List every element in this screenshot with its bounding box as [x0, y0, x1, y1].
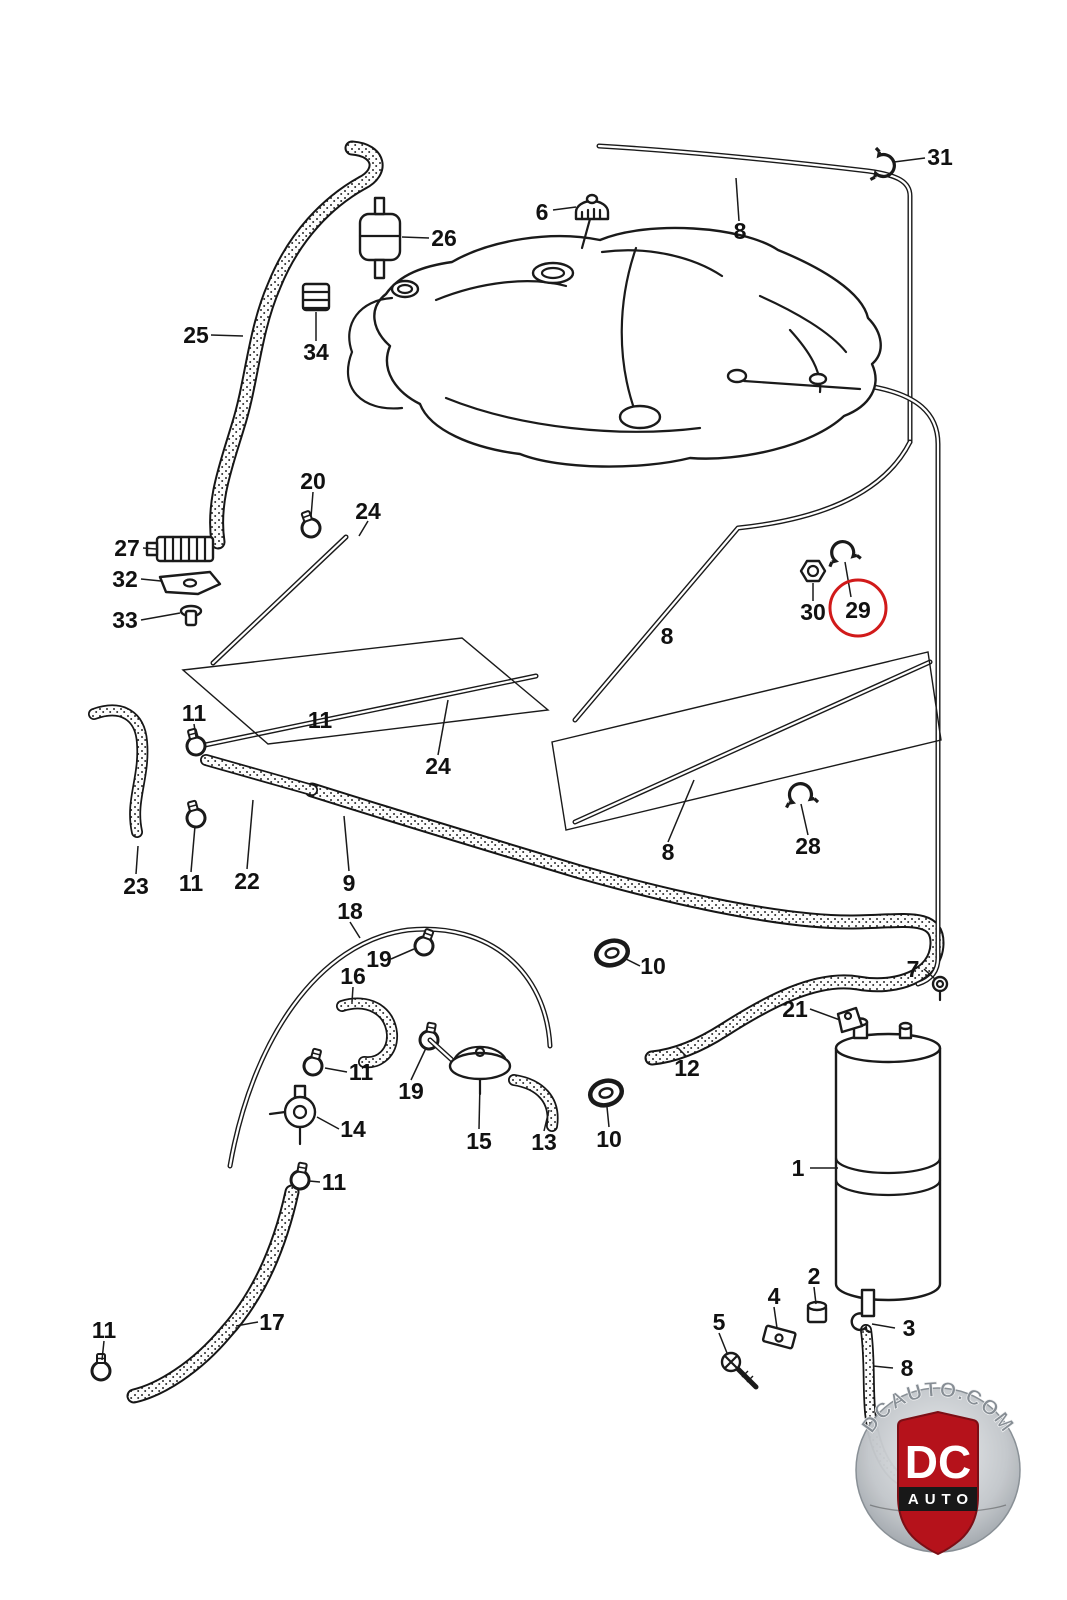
nut-30	[799, 559, 827, 583]
part-label-9: 9	[343, 870, 356, 896]
part-label-14: 14	[340, 1116, 366, 1142]
part-label-16: 16	[340, 963, 366, 989]
part-label-3: 3	[903, 1315, 916, 1341]
connector-27	[145, 535, 215, 563]
part-label-32: 32	[112, 566, 138, 592]
screw-5	[720, 1351, 759, 1390]
part-label-11: 11	[92, 1317, 117, 1343]
part-label-8: 8	[661, 623, 674, 649]
part-label-2: 2	[808, 1263, 821, 1289]
part-label-19: 19	[398, 1078, 424, 1104]
part-label-5: 5	[713, 1309, 726, 1335]
filler-cap-6	[574, 193, 610, 250]
pipe-24-lower	[202, 673, 539, 748]
part-label-18: 18	[337, 898, 363, 924]
pipe-8-top	[596, 143, 913, 445]
part-label-10: 10	[640, 953, 666, 979]
part-label-30: 30	[800, 599, 826, 625]
hose-18	[227, 926, 553, 1169]
hose-13	[508, 1074, 559, 1132]
check-valve-14	[268, 1084, 317, 1146]
part-label-11: 11	[179, 870, 204, 896]
part-label-8: 8	[901, 1355, 914, 1381]
watermark-dc-text: DC	[905, 1436, 971, 1488]
part-label-15: 15	[466, 1128, 492, 1154]
part-label-24: 24	[355, 498, 381, 524]
bracket-32	[158, 570, 222, 596]
part-label-20: 20	[300, 468, 326, 494]
watermark-shield	[897, 1410, 979, 1556]
grommet-10-upper	[593, 937, 630, 968]
part-label-25: 25	[183, 322, 209, 348]
watermark-auto-text: AUTO	[908, 1491, 974, 1508]
watermark-badge: DCAUTO.COM DC AUTO	[855, 1378, 1021, 1556]
clip-29	[822, 536, 863, 569]
bracket-4	[761, 1324, 797, 1350]
part-label-12: 12	[674, 1055, 700, 1081]
clamp-20	[295, 507, 325, 542]
guide-parallelogram-2	[551, 651, 942, 831]
part-label-10: 10	[596, 1126, 622, 1152]
part-label-33: 33	[112, 607, 138, 633]
vacuum-valve-15	[427, 1037, 512, 1096]
part-label-19: 19	[366, 946, 392, 972]
hose-22	[200, 754, 318, 796]
pipe-8-middle	[572, 439, 913, 723]
clamp-11-c	[300, 1045, 328, 1079]
hose-16	[336, 997, 398, 1069]
watermark-band	[899, 1487, 977, 1511]
part-label-11: 11	[322, 1169, 347, 1195]
part-label-1: 1	[792, 1155, 805, 1181]
sender-opening	[531, 261, 575, 285]
part-label-31: 31	[927, 144, 953, 170]
part-label-8: 8	[734, 218, 747, 244]
part-label-34: 34	[303, 339, 329, 365]
pipe-8-lower	[572, 659, 933, 825]
bolt-7	[931, 975, 949, 1002]
part-label-11: 11	[308, 707, 333, 733]
part-label-24: 24	[425, 753, 451, 779]
part-label-11: 11	[349, 1059, 374, 1085]
hose-17	[126, 1184, 300, 1404]
hose-9-12	[304, 782, 945, 1066]
clamp-11-b	[181, 797, 209, 831]
pipe-right-vertical	[865, 383, 941, 987]
part-label-26: 26	[431, 225, 457, 251]
part-label-23: 23	[123, 873, 149, 899]
part-label-27: 27	[114, 535, 140, 561]
part-label-7: 7	[907, 956, 920, 982]
clamp-11-e	[90, 1352, 112, 1382]
pipe-24-upper	[210, 534, 349, 666]
guide-parallelogram-1	[181, 637, 550, 745]
part-label-11: 11	[182, 700, 207, 726]
grommet-10-lower	[587, 1077, 624, 1108]
part-label-29: 29	[845, 597, 871, 623]
clip-28	[781, 779, 820, 810]
part-label-21: 21	[782, 996, 808, 1022]
hose-25	[209, 140, 384, 550]
part-label-28: 28	[795, 833, 821, 859]
part-label-17: 17	[259, 1309, 285, 1335]
leader-lines	[101, 157, 936, 1369]
bushing-34	[301, 282, 331, 312]
bushing-2	[806, 1300, 828, 1324]
part-label-22: 22	[234, 868, 260, 894]
hose-23	[88, 704, 149, 838]
highlight-circle-part-29	[828, 578, 888, 638]
part-label-8: 8	[662, 839, 675, 865]
fuel-filter-26	[358, 196, 402, 280]
fuel-tank	[346, 226, 882, 468]
carbon-canister-1	[834, 1017, 942, 1318]
part-label-4: 4	[768, 1283, 781, 1309]
clamp-11-d	[288, 1160, 314, 1192]
plug-33	[179, 604, 203, 627]
part-label-13: 13	[531, 1129, 557, 1155]
part-label-6: 6	[536, 199, 549, 225]
